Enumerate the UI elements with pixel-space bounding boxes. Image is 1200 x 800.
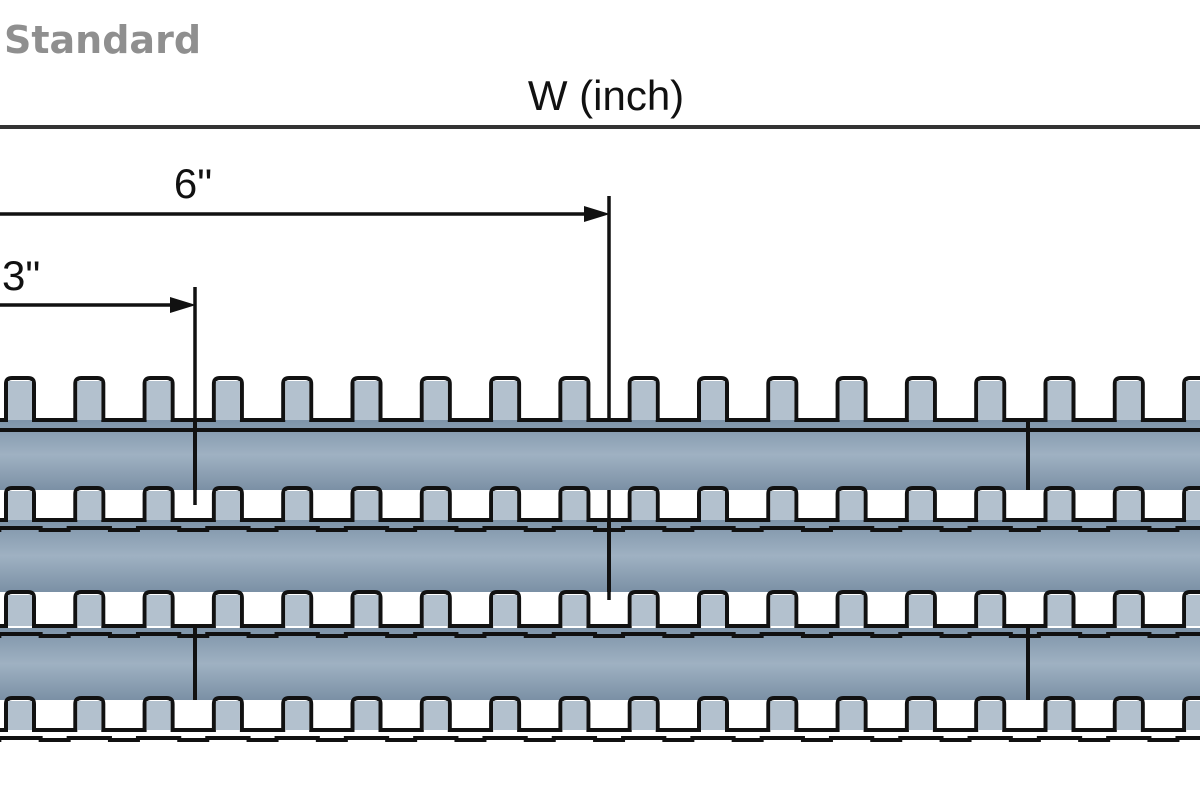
link-tooth (77, 595, 102, 626)
link-tooth (701, 491, 725, 520)
belt-row-3 (0, 628, 1200, 700)
link-tooth (77, 491, 102, 520)
link-tooth (1186, 701, 1200, 730)
link-tooth (1186, 491, 1200, 520)
link-tooth (908, 595, 933, 626)
link-tooth (562, 701, 587, 730)
link-tooth (1047, 381, 1072, 420)
link-row-lower-3 (0, 632, 1200, 638)
link-tooth (1116, 491, 1141, 520)
link-tooth (215, 381, 240, 420)
link-tooth (77, 701, 102, 730)
link-tooth (562, 381, 587, 420)
arrowhead-6in (584, 206, 610, 222)
link-tooth (146, 381, 171, 420)
link-tooth (8, 701, 32, 730)
link-tooth (701, 595, 725, 626)
link-tooth (908, 491, 933, 520)
link-tooth (146, 701, 171, 730)
width-label: W (inch) (528, 72, 684, 119)
link-tooth (493, 381, 518, 420)
link-tooth (701, 381, 725, 420)
link-tooth (354, 595, 379, 626)
link-tooth (493, 491, 518, 520)
link-tooth (1047, 491, 1072, 520)
link-tooth (908, 701, 933, 730)
link-tooth (423, 491, 448, 520)
link-tooth (354, 701, 379, 730)
link-tooth (423, 595, 448, 626)
link-tooth (701, 701, 725, 730)
link-tooth (354, 491, 379, 520)
link-tooth (770, 595, 795, 626)
link-tooth (8, 595, 32, 626)
link-row-outline-2 (0, 486, 1200, 522)
link-tooth (1116, 595, 1141, 626)
link-tooth (423, 381, 448, 420)
link-tooth (77, 381, 102, 420)
link-tooth (1116, 701, 1141, 730)
arrowhead-3in (170, 297, 196, 313)
link-tooth (285, 595, 310, 626)
link-tooth (839, 381, 864, 420)
link-tooth (215, 491, 240, 520)
link-tooth (285, 701, 310, 730)
link-tooth (770, 491, 795, 520)
link-tooth (562, 491, 587, 520)
link-tooth (215, 595, 240, 626)
link-tooth (978, 595, 1003, 626)
link-row-lower-4 (0, 736, 1200, 742)
link-tooth (770, 381, 795, 420)
link-tooth (8, 381, 32, 420)
link-tooth (631, 491, 656, 520)
link-tooth (978, 381, 1003, 420)
link-tooth (493, 701, 518, 730)
section-heading: Standard (4, 18, 202, 62)
link-tooth (285, 491, 310, 520)
link-row-outline-4 (0, 696, 1200, 732)
link-tooth (631, 701, 656, 730)
link-row-outline-3 (0, 590, 1200, 628)
link-tooth (631, 381, 656, 420)
link-tooth (631, 595, 656, 626)
link-tooth (562, 595, 587, 626)
link-tooth (839, 491, 864, 520)
link-tooth (1186, 595, 1200, 626)
link-tooth (423, 701, 448, 730)
dimension-label-3in: 3" (2, 252, 40, 299)
link-tooth (1116, 381, 1141, 420)
belt-modules (0, 376, 1200, 742)
link-tooth (215, 701, 240, 730)
link-tooth (978, 491, 1003, 520)
dimension-label-6in: 6" (174, 160, 212, 207)
link-tooth (1047, 701, 1072, 730)
link-row-lower-2 (0, 526, 1200, 532)
link-tooth (146, 595, 171, 626)
link-tooth (839, 595, 864, 626)
link-tooth (146, 491, 171, 520)
link-tooth (908, 381, 933, 420)
link-tooth (8, 491, 32, 520)
link-tooth (285, 381, 310, 420)
link-tooth (1186, 381, 1200, 420)
link-tooth (354, 381, 379, 420)
link-tooth (1047, 595, 1072, 626)
link-tooth (978, 701, 1003, 730)
link-row-outline-1 (0, 376, 1200, 422)
link-tooth (770, 701, 795, 730)
link-tooth (839, 701, 864, 730)
link-tooth (493, 595, 518, 626)
